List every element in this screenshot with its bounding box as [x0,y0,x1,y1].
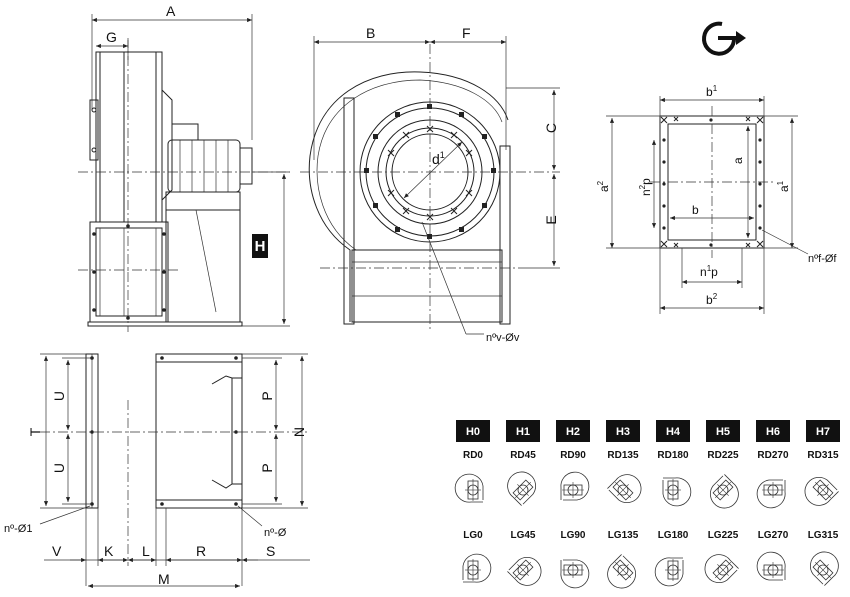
position-badge-h2 [556,420,590,442]
dim-B: B [366,25,375,41]
fan-position-icon [507,471,537,506]
dim-n-o1: nº-Ø1 [4,523,32,535]
position-badge-h1 [506,420,540,442]
outlet-flange-view: b1 a2 n2p a a1 b nºf-Øf n1p b2 [596,84,837,314]
dim-n2p: n2p [638,178,653,196]
position-badge-h5 [706,420,740,442]
position-label-lg0: LG0 [463,530,483,541]
front-view: B F [300,25,560,344]
fan-position-icon [756,551,786,581]
position-badge-label: H2 [566,426,580,438]
dim-K: K [104,543,114,559]
position-badge-label: H4 [666,426,681,438]
dim-P-bottom: P [259,463,275,472]
dim-R: R [196,543,206,559]
dim-a: a [731,157,745,164]
position-label-lg225: LG225 [708,530,739,541]
fan-position-icon [607,554,637,589]
position-label-lg180: LG180 [658,530,689,541]
dim-a1: a1 [776,180,791,192]
position-label-lg90: LG90 [560,530,585,541]
fan-position-icon [756,479,786,509]
position-badge-label: H1 [516,426,530,438]
side-view: A G [78,3,290,332]
dim-C: C [543,123,559,133]
position-badge-h4 [656,420,690,442]
position-label-rd0: RD0 [463,450,483,461]
fan-position-icon [462,553,492,583]
base-view: T U U P P N nº-Ø1 nº-Ø [4,353,310,589]
position-label-lg270: LG270 [758,530,789,541]
dim-U-top: U [51,391,67,401]
dim-E: E [543,215,559,224]
position-label-rd135: RD135 [607,450,639,461]
dim-n-o: nº-Ø [264,527,287,539]
dim-nf-of: nºf-Øf [808,253,837,265]
dim-b1: b1 [706,84,718,99]
dim-L: L [142,543,150,559]
fan-position-icon [507,556,542,586]
fan-position-icon [709,474,739,509]
dim-V: V [52,543,62,559]
rotation-direction-icon [702,21,746,56]
fan-position-icon [704,554,739,584]
position-badge-h6 [756,420,790,442]
position-badge-label: H0 [466,426,480,438]
position-label-rd180: RD180 [657,450,689,461]
dim-d1: d1 [432,150,445,167]
position-badge-h7 [806,420,840,442]
fan-position-icon [804,476,839,506]
dim-b2: b2 [706,292,718,307]
position-label-lg45: LG45 [510,530,535,541]
position-label-rd315: RD315 [807,450,839,461]
position-badge-h0 [456,420,490,442]
fan-position-icon [654,557,684,587]
position-label-rd225: RD225 [707,450,739,461]
dim-b: b [692,203,699,217]
position-badge-label: H7 [816,426,830,438]
position-badge-label: H3 [616,426,630,438]
position-label-rd45: RD45 [510,450,536,461]
dim-S: S [266,543,275,559]
fan-position-icon [662,477,692,507]
dim-U-bottom: U [51,463,67,473]
dim-P-top: P [259,391,275,400]
fan-position-icon [560,559,590,589]
dim-H: H [255,238,266,255]
dim-n1p: n1p [700,264,718,279]
fan-position-icon [809,551,839,586]
fan-position-icon [607,474,642,504]
fan-position-icon [454,473,484,503]
dim-F: F [462,25,471,41]
position-badge-h3 [606,420,640,442]
position-label-rd270: RD270 [757,450,789,461]
position-label-rd90: RD90 [560,450,586,461]
dim-nv-ov: nºv-Øv [486,332,520,344]
position-badge-label: H5 [716,426,730,438]
dim-T: T [27,427,43,436]
dim-M: M [158,571,170,587]
position-label-lg315: LG315 [808,530,839,541]
position-badge-label: H6 [766,426,780,438]
dim-N: N [291,427,307,437]
dim-G: G [106,29,117,45]
fan-position-icon [560,471,590,501]
position-label-lg135: LG135 [608,530,639,541]
dim-a2: a2 [596,180,611,192]
dim-A: A [166,3,176,19]
